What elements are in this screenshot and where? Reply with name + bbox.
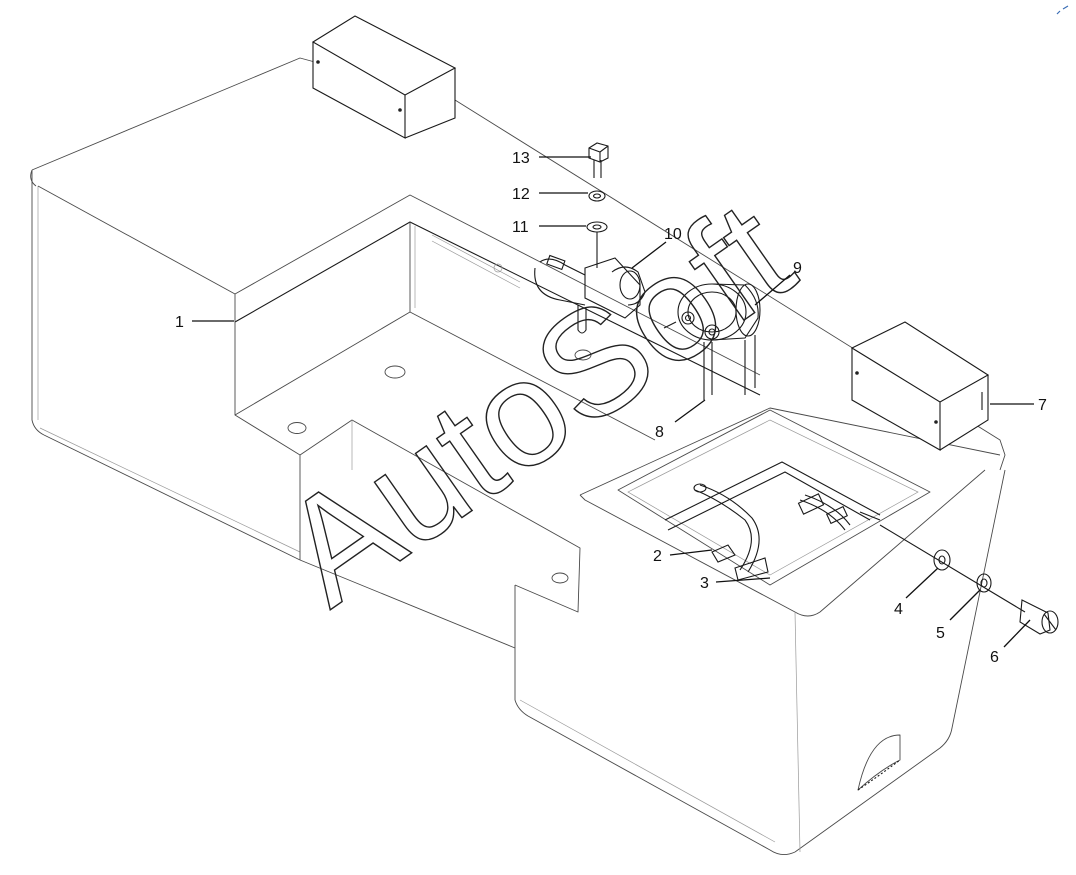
siren-unit bbox=[663, 283, 761, 400]
callout-2: 2 bbox=[653, 548, 662, 565]
callout-4: 4 bbox=[894, 601, 903, 618]
callout-7: 7 bbox=[1038, 397, 1047, 414]
speaker-box-right bbox=[850, 321, 990, 451]
callout-13: 13 bbox=[512, 150, 530, 167]
callout-8: 8 bbox=[655, 424, 664, 441]
right-cavity bbox=[617, 409, 931, 586]
left-cavity bbox=[234, 194, 761, 584]
corner-mark bbox=[1056, 5, 1069, 15]
callout-leaders bbox=[192, 156, 1034, 648]
actuator-bracket bbox=[534, 254, 646, 334]
callout-3: 3 bbox=[700, 575, 709, 592]
callout-9: 9 bbox=[793, 260, 802, 277]
bolt-stack bbox=[586, 142, 609, 268]
speaker-box-top bbox=[311, 15, 457, 139]
washer-stack-right bbox=[879, 524, 1059, 635]
callout-12: 12 bbox=[512, 186, 530, 203]
callout-11: 11 bbox=[512, 219, 529, 236]
watermark: AutoSoft bbox=[252, 169, 820, 637]
callout-6: 6 bbox=[990, 649, 999, 666]
callout-10: 10 bbox=[664, 226, 682, 243]
callout-5: 5 bbox=[936, 625, 945, 642]
callout-1: 1 bbox=[175, 314, 184, 331]
cable-cutout bbox=[857, 734, 901, 791]
callout-labels: 1 2 3 4 5 6 7 8 9 10 11 12 13 bbox=[175, 150, 1047, 666]
